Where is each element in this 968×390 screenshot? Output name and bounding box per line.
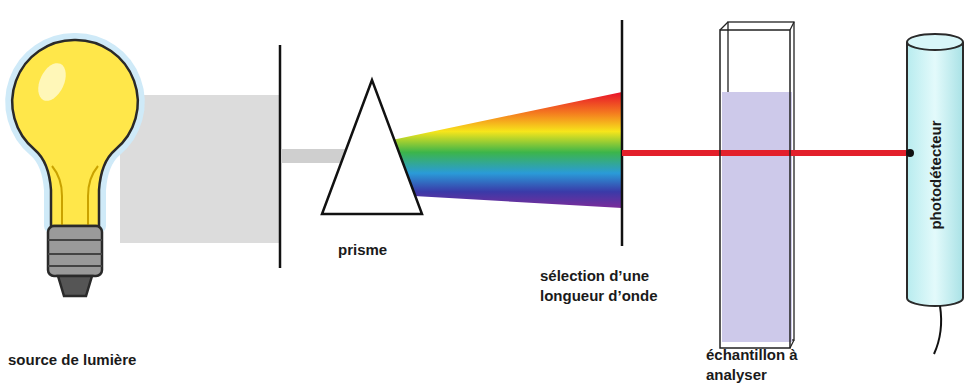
- selected-beam: [622, 150, 912, 156]
- caption-label: source de lumière: [8, 350, 198, 370]
- slit: [621, 20, 624, 246]
- node-text: photodétecteur: [927, 120, 944, 229]
- caption-label: prisme: [338, 240, 418, 260]
- sample-liquid: [722, 92, 792, 342]
- slit: [279, 45, 282, 268]
- prism: [322, 80, 422, 214]
- light-beam: [120, 95, 280, 243]
- light-bulb: [12, 40, 138, 296]
- spectrum: [392, 92, 622, 208]
- photodetector: photodétecteur: [907, 52, 963, 298]
- cuvette: [720, 30, 790, 348]
- photodetector-cylinder: [906, 34, 963, 354]
- caption-label: sélection d’une longueur d’onde: [540, 266, 710, 307]
- caption-label: échantillon à analyser: [706, 345, 836, 386]
